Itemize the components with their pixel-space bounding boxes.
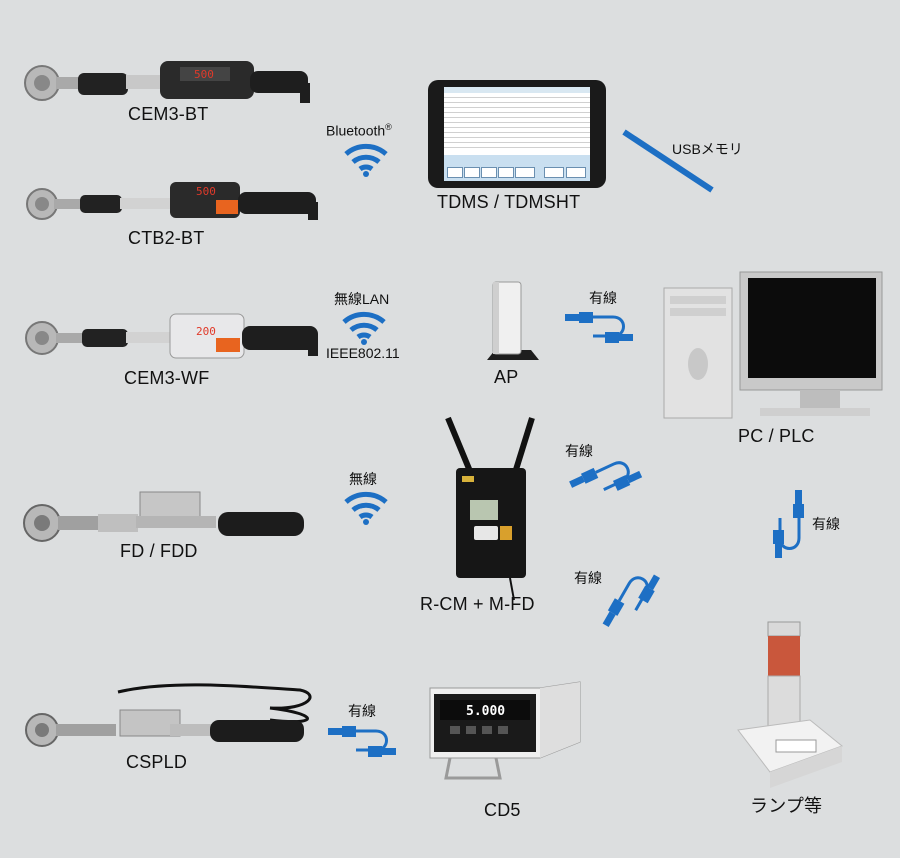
usb-cable-icon (569, 461, 643, 491)
ctb2-bt-wrench-image (26, 182, 318, 220)
cd5-label: CD5 (484, 800, 521, 820)
wifi-icon (342, 311, 386, 345)
rcm-label: R-CM + M-FD (420, 594, 535, 614)
wifi-icon (344, 143, 388, 177)
wired-cspld-cd5-label: 有線 (348, 703, 376, 719)
cspld-label: CSPLD (126, 752, 188, 772)
cem3-bt-label: CEM3-BT (128, 104, 209, 124)
fd-wrench-image (23, 491, 304, 542)
cem3-bt-wrench-image (24, 61, 310, 103)
ctb2-bt-display: 500 (196, 185, 216, 198)
pc-label: PC / PLC (738, 426, 815, 446)
wifi-icon (344, 491, 388, 525)
usb-memory-link-line (622, 129, 714, 193)
pc-image (663, 271, 883, 419)
cd5-display: 5.000 (466, 704, 506, 719)
wired-rcm-lamp-label: 有線 (574, 570, 602, 586)
cd5-controller-image (429, 681, 581, 780)
ieee-label: IEEE802.11 (326, 345, 400, 361)
usb-cable-icon (328, 726, 396, 757)
fd-label: FD / FDD (120, 541, 198, 561)
tdms-label: TDMS / TDMSHT (437, 192, 581, 212)
usb-cable-icon (565, 312, 633, 343)
bluetooth-text: Bluetooth (326, 122, 386, 139)
lamp-label: ランプ等 (750, 796, 823, 816)
bluetooth-registered-mark: ® (385, 122, 392, 132)
ap-router-image (487, 281, 539, 360)
tablet-screen (444, 87, 590, 181)
tdms-tablet-image (428, 80, 606, 188)
cem3-wf-label: CEM3-WF (124, 368, 210, 388)
usb-cable-icon (602, 574, 660, 627)
signal-lamp-image (737, 621, 844, 788)
wireless-label: 無線 (349, 471, 377, 487)
wired-pc-lamp-label: 有線 (812, 516, 840, 532)
usb-cable-icon (773, 490, 804, 558)
wired-rcm-pc-label: 有線 (565, 443, 593, 459)
cspld-wrench-image (25, 683, 312, 747)
cem3-wf-display: 200 (196, 325, 216, 338)
ctb2-bt-label: CTB2-BT (128, 228, 205, 248)
rcm-receiver-image (445, 416, 535, 601)
bluetooth-label: Bluetooth® (326, 122, 392, 139)
usb-memory-label: USBメモリ (672, 141, 743, 157)
wlan-label: 無線LAN (334, 291, 390, 307)
cem3-bt-display: 500 (194, 68, 214, 81)
cem3-wf-wrench-image (25, 313, 318, 359)
ap-label: AP (494, 367, 519, 387)
wired-ap-pc-label: 有線 (589, 290, 617, 306)
